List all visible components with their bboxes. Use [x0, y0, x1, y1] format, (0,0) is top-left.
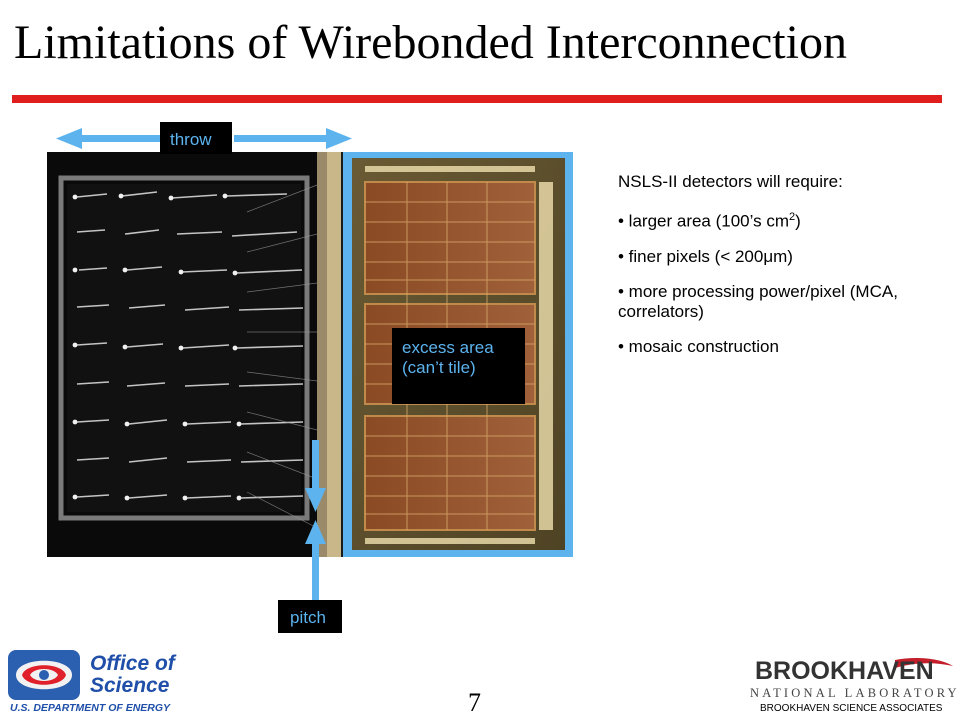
excess-label-line2: (can’t tile) [402, 358, 476, 377]
bnl-swoosh-icon [895, 658, 953, 668]
pitch-label: pitch [278, 600, 342, 633]
throw-label: throw [160, 122, 232, 154]
brookhaven-science-associates: BROOKHAVEN SCIENCE ASSOCIATES [760, 703, 943, 714]
requirements-heading: NSLS-II detectors will require: [618, 172, 843, 191]
doe-office-of-science-logo: Office of Science U.S. DEPARTMENT OF ENE… [8, 650, 177, 714]
requirement-item-text: • larger area (100’s cm [618, 211, 789, 231]
superscript: 2 [789, 211, 796, 223]
bnl-logo-subtitle: NATIONAL LABORATORY [750, 686, 960, 700]
detector-photo [47, 152, 573, 557]
doe-line2: Science [90, 674, 170, 697]
requirement-item-end: ) [795, 211, 801, 231]
bnl-logo-name: BROOKHAVEN [755, 657, 934, 685]
requirement-item: • finer pixels (< 200μm) [618, 246, 793, 266]
requirement-item: • mosaic construction [618, 336, 779, 356]
excess-label-line1: excess area [402, 338, 494, 357]
requirement-item: • larger area (100’s cm2) [618, 207, 948, 232]
page-number: 7 [468, 688, 481, 717]
slide-title: Limitations of Wirebonded Interconnectio… [14, 16, 847, 69]
doe-line3: U.S. DEPARTMENT OF ENERGY [10, 702, 171, 714]
title-divider [12, 95, 942, 103]
requirements-list: NSLS-II detectors will require: • larger… [618, 172, 948, 372]
doe-line1: Office of [90, 652, 177, 675]
requirement-item: • more processing power/pixel (MCA, corr… [618, 281, 898, 321]
excess-area-label: excess area (can’t tile) [392, 328, 525, 404]
